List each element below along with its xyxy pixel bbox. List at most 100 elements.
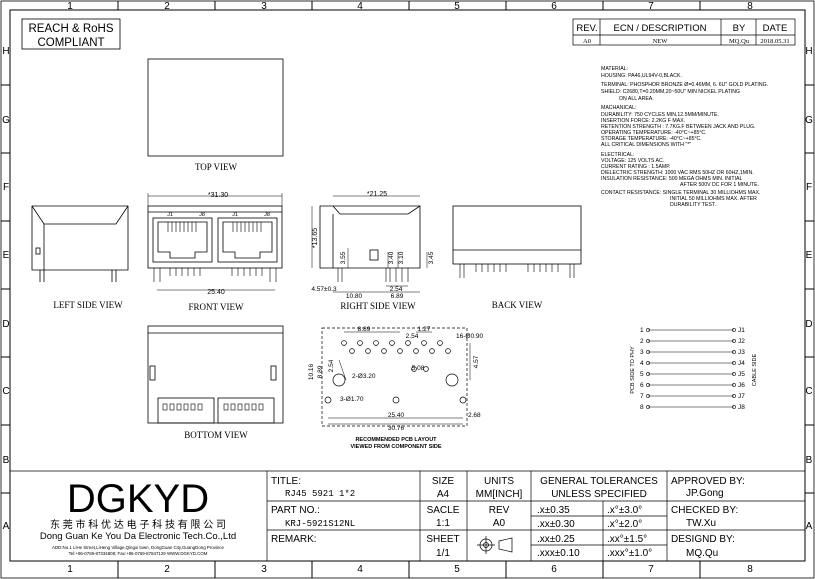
units-label: UNITS: [484, 476, 514, 487]
col-label: 4: [357, 564, 363, 575]
front-j1-label: J1: [167, 212, 173, 218]
scale-label: SACLE: [427, 505, 460, 516]
row-label: B: [806, 455, 813, 466]
tolerance-cell: .xxx±0.10: [537, 548, 580, 559]
row-label: E: [806, 250, 813, 261]
row-label: B: [3, 455, 10, 466]
row-label: A: [3, 521, 10, 532]
by-value: MQ.Qu: [729, 38, 750, 45]
tolerance-cell: .x°±2.0°: [607, 519, 642, 530]
date-header: DATE: [763, 23, 788, 34]
tolerance-cell: .x°±3.0°: [607, 505, 642, 516]
spec-line: OPERATING TEMPERATURE: -40°C~+85°C.: [601, 130, 707, 136]
spec-line: INITIAL 50 MILLIOHMS MAX. AFTER: [670, 196, 757, 202]
tolerance-cell: .x±0.35: [537, 505, 570, 516]
spec-line: TERMINAL: PHOSPHOR BRONZE Ø=0.46MM, 6. 6…: [601, 82, 768, 88]
revision-table-text: REV. ECN / DESCRIPTION BY DATE A0 NEW MQ…: [576, 23, 789, 45]
row-label: D: [2, 319, 9, 330]
spec-line: MATERIAL:: [601, 66, 628, 72]
dim-side-width: *21.25: [367, 191, 387, 198]
jack-label: J5: [738, 371, 745, 378]
dim-side-254: 2.54: [390, 286, 403, 293]
dim-pcb-3076: 30.76: [388, 425, 405, 432]
pin-label: 7: [640, 393, 644, 400]
projection-symbol-icon: [477, 536, 513, 554]
tolerance-cell: .xx±0.30: [537, 519, 575, 530]
col-label: 4: [357, 1, 363, 12]
designed-value: MQ.Qu: [686, 548, 718, 559]
remark-label: REMARK:: [271, 534, 317, 545]
sheet-value: 1/1: [436, 548, 450, 559]
designed-label: DESIGND BY:: [671, 534, 735, 545]
dim-pcb-457: 4.57: [473, 355, 480, 368]
company-contact: Tel:+86-0769-87334808; Fax:+86-0769-8784…: [69, 551, 208, 556]
bottom-view-label: BOTTOM VIEW: [184, 430, 248, 440]
jack-label: J4: [738, 360, 745, 367]
dim-pcb-16-holes: 16-Ø0.90: [456, 333, 483, 340]
pin-schematic: [646, 328, 736, 409]
compliance-badge: REACH & RoHS COMPLIANT: [21, 18, 121, 50]
spec-line: ELECTRICAL:: [601, 152, 634, 158]
col-label: 6: [551, 564, 557, 575]
spec-line: CURRENT RATING : 1.5AMP.: [601, 164, 670, 170]
dim-pcb-889: 8.89: [358, 326, 371, 333]
tolerances: GENERAL TOLERANCES UNLESS SPECIFIED .x±0…: [537, 476, 658, 559]
spec-line: DURABILITY TEST.: [670, 202, 716, 208]
dim-side-height: *13.65: [312, 228, 319, 248]
right-side-view-label: RIGHT SIDE VIEW: [340, 301, 416, 311]
front-view-label: FRONT VIEW: [189, 302, 244, 312]
jack-label: J3: [738, 349, 745, 356]
title-fields: TITLE: RJ45 5921 1*2 PART NO.: KRJ-5921S…: [271, 476, 355, 545]
pcb-dimensions: 8.89 1.27 2.54 16-Ø0.90 10.16 8.89 2.54 …: [308, 326, 483, 432]
col-label: 5: [454, 564, 460, 575]
title-value: RJ45 5921 1*2: [285, 489, 355, 499]
dim-pcb-170: 3-Ø1.70: [340, 396, 364, 403]
title-label: TITLE:: [271, 476, 301, 487]
bottom-view: [147, 325, 284, 424]
col-label: 1: [67, 564, 73, 575]
top-view-label: TOP VIEW: [195, 162, 238, 172]
spec-notes: MATERIAL: HOUSING: PA46,UL94V-0,BLACK. T…: [601, 66, 768, 208]
company-en-name: Dong Guan Ke You Da Electronic Tech.Co.,…: [40, 531, 236, 542]
spec-line: INSERTION FORCE: 2.2KG F MAX.: [601, 118, 685, 124]
spec-line: AFTER 500V DC FOR 1 MINUTE.: [680, 182, 759, 188]
row-label: A: [806, 521, 813, 532]
back-view-label: BACK VIEW: [492, 300, 543, 310]
approved-label: APPROVED BY:: [671, 476, 745, 487]
pcb-pin-holes: [341, 340, 451, 372]
row-label: F: [3, 182, 9, 193]
size-label: SIZE: [432, 476, 455, 487]
revision-table: [572, 18, 796, 46]
part-value: KRJ-5921S12NL: [285, 519, 355, 529]
back-view: [452, 205, 582, 278]
col-label: 8: [747, 1, 753, 12]
spec-line: STORAGE TEMPERATURE: -40°C~+85°C.: [601, 136, 702, 142]
spec-line: HOUSING: PA46,UL94V-0,BLACK.: [601, 73, 682, 79]
pin-label: 3: [640, 349, 644, 356]
col-label: 1: [67, 1, 73, 12]
row-label: F: [806, 182, 812, 193]
spec-line: ON ALL AREA.: [619, 96, 654, 102]
spec-line: DURABILITY: 750 CYCLES MIN,12.5MM/MINUTE…: [601, 112, 719, 118]
ecn-header: ECN / DESCRIPTION: [614, 23, 707, 34]
pcb-mount-hole: [445, 373, 459, 387]
rev-header: REV.: [576, 23, 597, 34]
checked-value: TW.Xu: [686, 518, 716, 529]
front-j8-label: J8: [199, 212, 205, 218]
row-label: E: [3, 250, 10, 261]
tolerance-title-2: UNLESS SPECIFIED: [551, 489, 647, 500]
pin-label: 5: [640, 371, 644, 378]
spec-line: SHIELD: C2680,T=0.20MM,20~50U" MIN NICKE…: [601, 89, 740, 95]
left-side-view: [31, 205, 129, 282]
size-value: A4: [437, 489, 450, 500]
date-value: 2018.05.31: [760, 38, 789, 45]
spec-line: ALL CRITICAL DIMENSIONS WITH "*": [601, 142, 691, 148]
top-view: [147, 58, 284, 157]
spec-line: INSULATION RESISTANCE: 500 MEGA OHMS MIN…: [601, 176, 742, 182]
col-label: 2: [164, 1, 170, 12]
pin-label: 8: [640, 404, 644, 411]
dim-pcb-1016: 10.16: [308, 363, 315, 380]
row-label: H: [805, 46, 812, 57]
rev-value-block: A0: [493, 518, 506, 529]
